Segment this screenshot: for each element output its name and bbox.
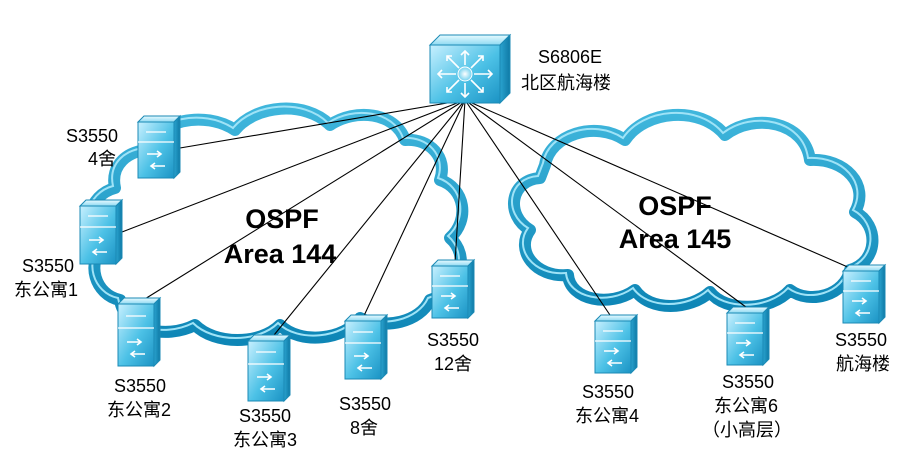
switch-icon-dong4: [593, 313, 639, 375]
switch-model-dong4: S3550: [582, 382, 634, 402]
area-144-name: OSPF: [245, 204, 319, 234]
switch-icon-8she: [343, 313, 389, 381]
switch-icon-12she: [430, 258, 476, 320]
switch-location-8she: 8舍: [350, 418, 378, 438]
link-core-dong2: [139, 99, 466, 303]
link-core-12she: [454, 99, 466, 264]
area-145-label: OSPF Area 145: [619, 191, 732, 254]
link-core-dong4: [464, 99, 613, 319]
switch-model-4she: S3550: [66, 126, 118, 146]
links: [121, 99, 851, 341]
switch-note-dong6: （小高层）: [702, 420, 792, 440]
link-core-hanghai: [464, 99, 851, 269]
switch-model-dong1: S3550: [22, 256, 74, 276]
switch-location-dong4: 东公寓4: [575, 406, 639, 426]
switch-model-dong6: S3550: [722, 372, 774, 392]
switch-icon-dong3: [246, 333, 292, 403]
link-core-dong3: [269, 99, 466, 341]
link-core-4she: [179, 99, 466, 149]
switch-icon-dong1: [78, 198, 124, 266]
switch-icon-4she: [136, 114, 182, 180]
link-core-8she: [361, 99, 466, 321]
link-core-dong1: [121, 99, 466, 233]
switch-location-dong6: 东公寓6: [714, 396, 778, 416]
core-switch-label: S6806E 北区航海楼: [521, 47, 611, 93]
switch-location-12she: 12舍: [434, 354, 472, 374]
switch-model-dong2: S3550: [114, 376, 166, 396]
area-144-label: OSPF Area 144: [224, 204, 337, 269]
switch-model-dong3: S3550: [239, 406, 291, 426]
core-switch-location: 北区航海楼: [521, 73, 611, 93]
cloud-area-145: [508, 109, 879, 313]
area-144-number: Area 144: [224, 239, 337, 269]
switch-icon-hanghai: [841, 263, 887, 325]
core-switch-icon: [428, 33, 512, 105]
switch-icon-dong2: [116, 296, 162, 368]
switch-location-dong3: 东公寓3: [233, 430, 297, 450]
switch-icon-dong6: [725, 305, 771, 367]
switch-location-dong2: 东公寓2: [107, 400, 171, 420]
switch-model-12she: S3550: [427, 330, 479, 350]
switch-location-dong1: 东公寓1: [14, 280, 78, 300]
switch-model-hanghai: S3550: [835, 330, 887, 350]
switch-model-8she: S3550: [339, 394, 391, 414]
link-core-dong6: [464, 99, 751, 311]
area-145-name: OSPF: [638, 191, 712, 221]
switch-location-4she: 4舍: [88, 149, 116, 169]
area-145-number: Area 145: [619, 224, 732, 254]
core-switch-model: S6806E: [538, 47, 602, 67]
switch-location-hanghai: 航海楼: [836, 354, 890, 374]
